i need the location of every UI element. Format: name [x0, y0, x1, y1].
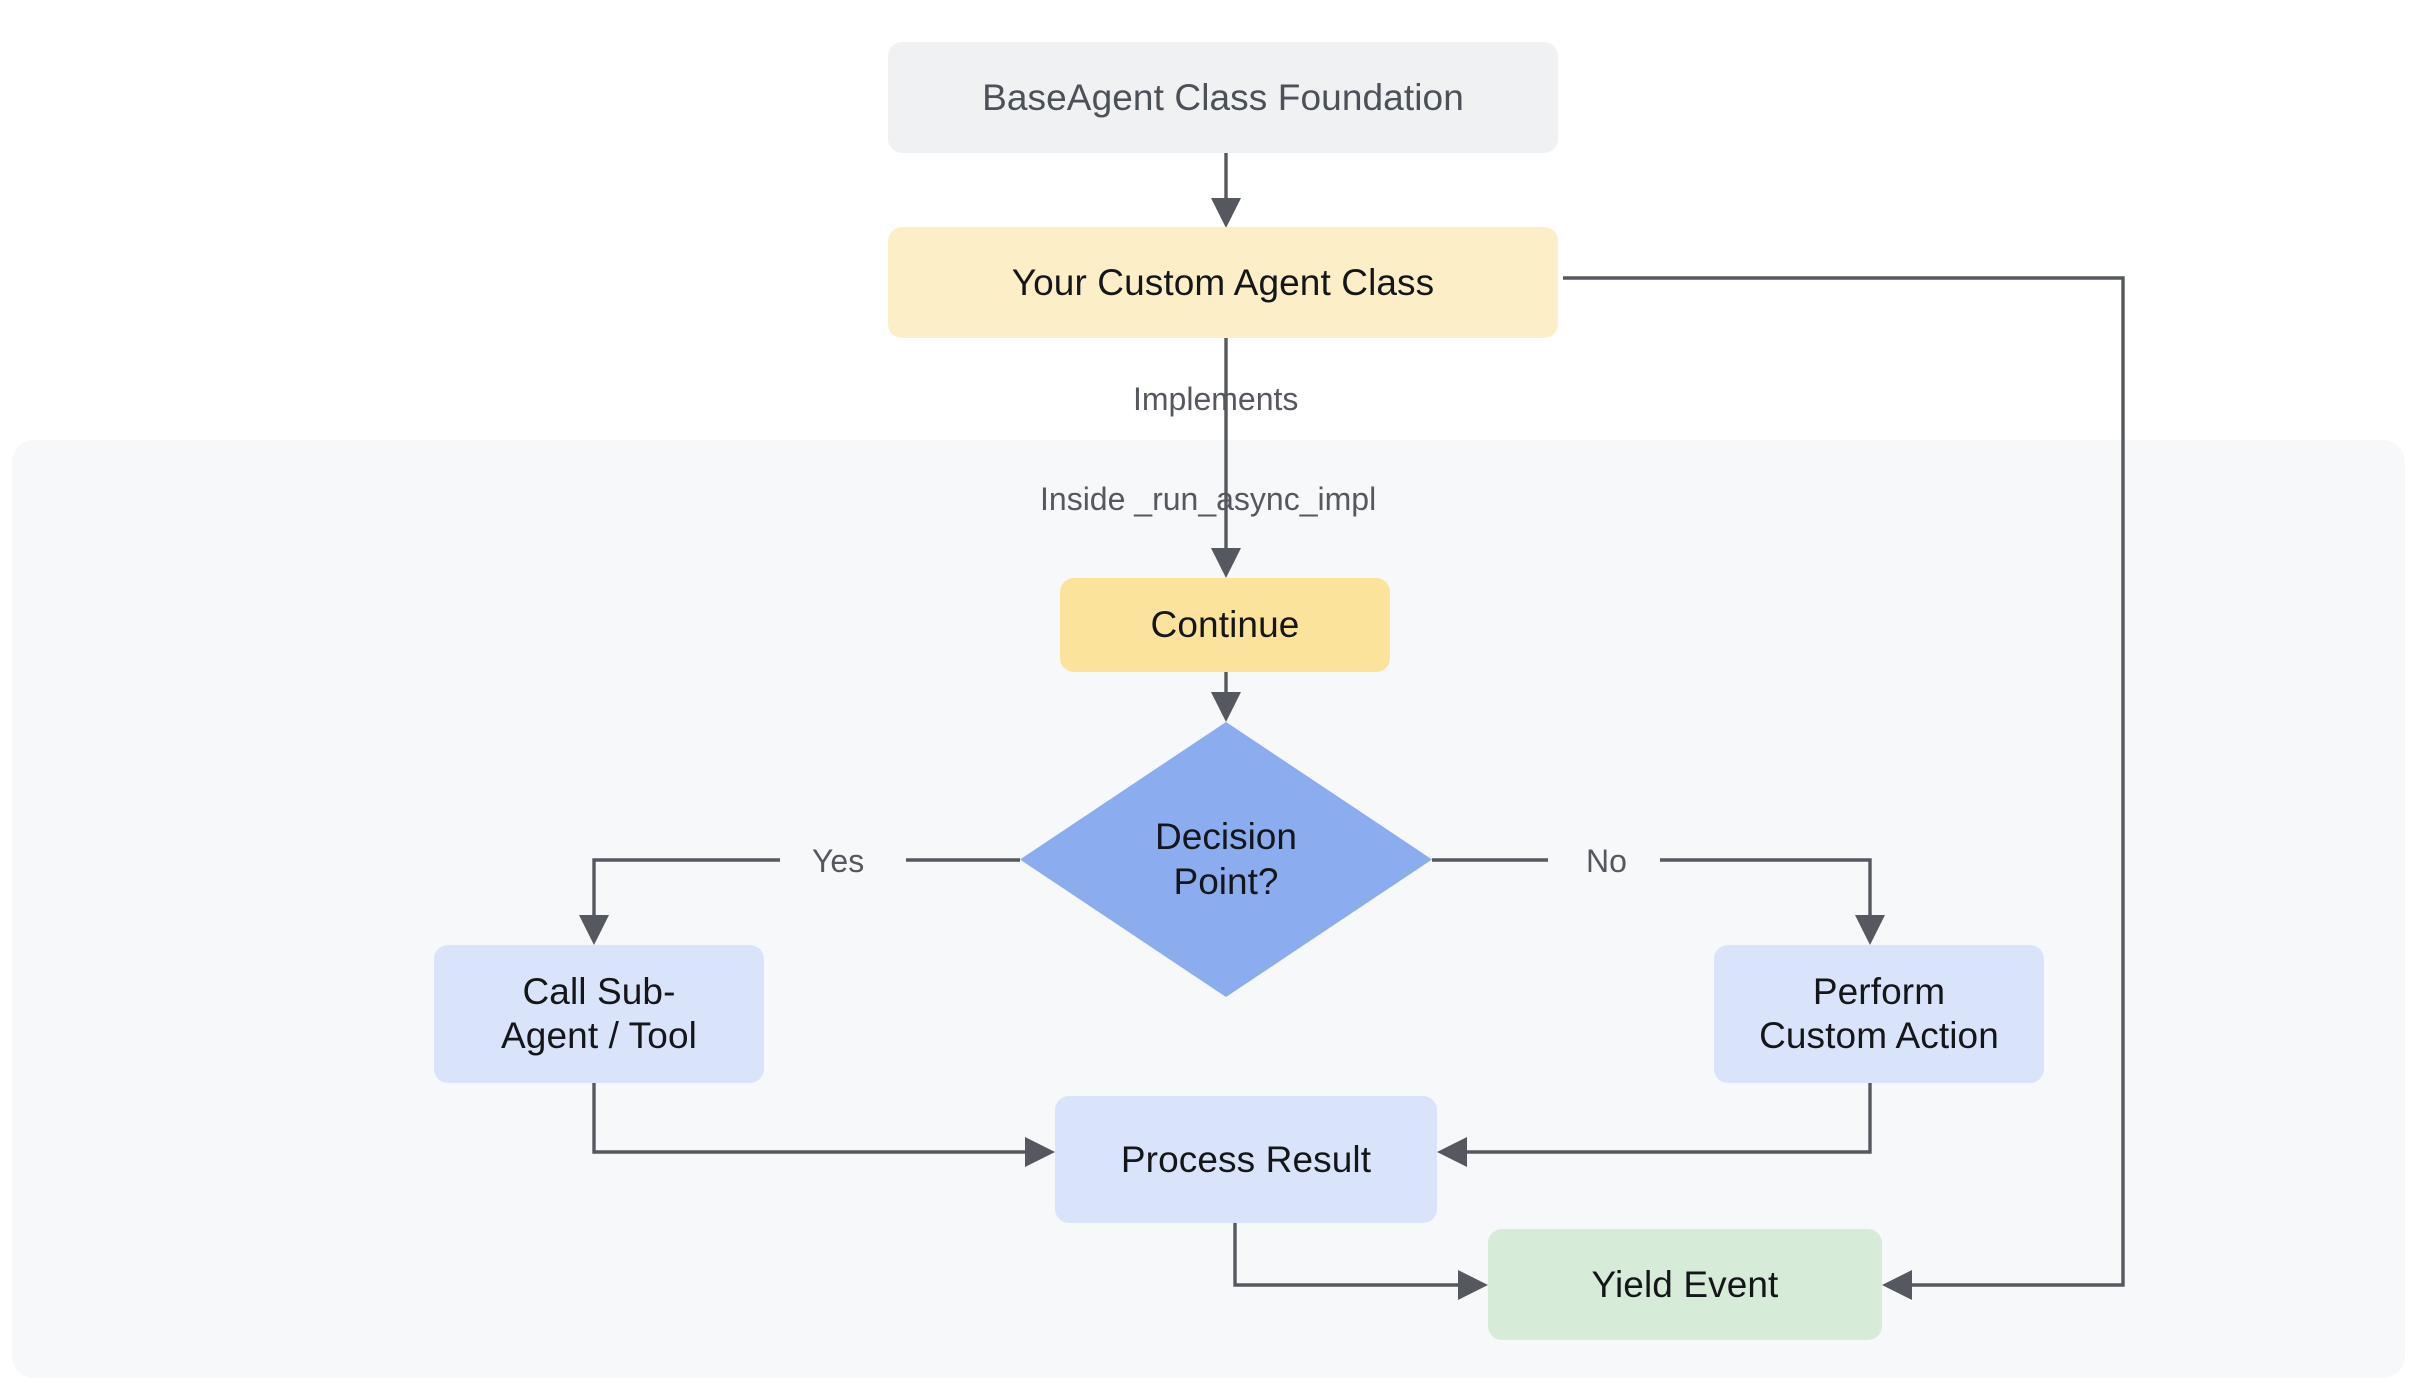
node-call-sub-agent[interactable]: Call Sub- Agent / Tool — [434, 945, 764, 1083]
node-decision-point[interactable]: Decision Point? — [1020, 722, 1432, 997]
edge-custom-agent-to-yield-event — [1563, 276, 2125, 1300]
edge-label-inside-run-async-impl: Inside _run_async_impl — [1040, 481, 1377, 517]
node-base-agent[interactable]: BaseAgent Class Foundation — [888, 42, 1558, 153]
edge-custom-agent-to-continue — [1211, 338, 1241, 578]
edge-custom-action-to-process-result — [1437, 1083, 1872, 1167]
edge-continue-to-decision — [1211, 672, 1241, 722]
node-custom-agent[interactable]: Your Custom Agent Class — [888, 227, 1558, 338]
node-decision-point-label: Decision Point? — [1155, 816, 1297, 902]
edge-label-no: No — [1586, 843, 1627, 879]
edge-decision-to-custom-action — [1432, 858, 1885, 945]
edge-call-sub-agent-to-process-result — [592, 1083, 1055, 1167]
edge-label-yes: Yes — [812, 843, 865, 879]
node-perform-custom-action[interactable]: Perform Custom Action — [1714, 945, 2044, 1083]
diamond-shape — [1020, 722, 1432, 997]
node-process-result[interactable]: Process Result — [1055, 1096, 1437, 1223]
edge-process-result-to-yield-event — [1233, 1223, 1488, 1300]
node-yield-event[interactable]: Yield Event — [1488, 1229, 1882, 1340]
edge-base-agent-to-custom-agent — [1211, 153, 1241, 228]
edge-decision-to-call-sub-agent — [579, 858, 1020, 945]
edge-label-implements: Implements — [1133, 381, 1299, 417]
node-continue[interactable]: Continue — [1060, 578, 1390, 672]
